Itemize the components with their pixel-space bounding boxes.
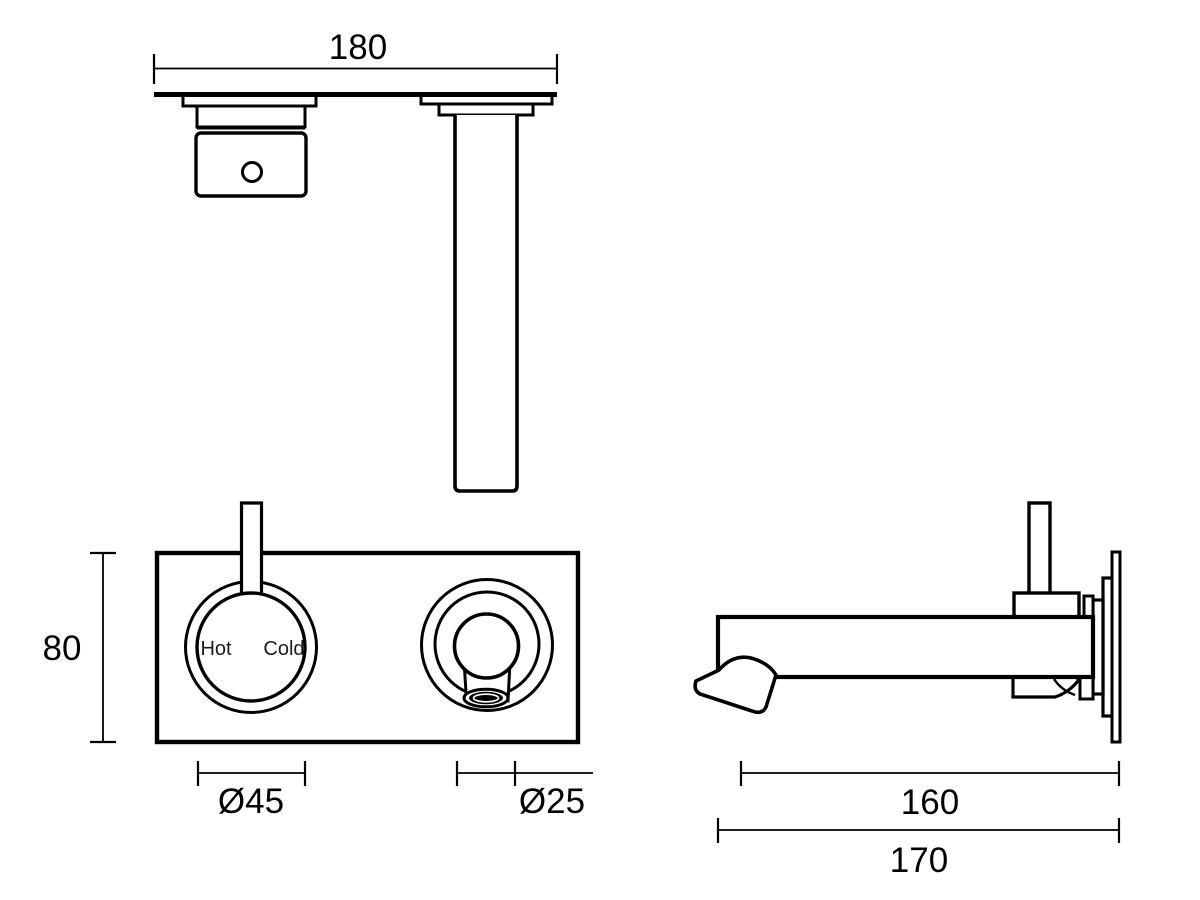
dimension-180: 180 bbox=[152, 28, 559, 84]
dim-160-label: 160 bbox=[901, 783, 959, 822]
hot-label: Hot bbox=[200, 638, 232, 660]
handle-flange-step1 bbox=[181, 97, 318, 108]
handle-dial-face bbox=[195, 591, 307, 703]
dim-80-label: 80 bbox=[43, 629, 82, 668]
side-valve-collar-bottom bbox=[1078, 675, 1095, 701]
spout-outer-ring bbox=[420, 578, 554, 712]
handle-lever bbox=[239, 501, 264, 643]
dimension-25: Ø25 bbox=[455, 761, 593, 821]
spout-tube-front bbox=[452, 612, 521, 680]
top-view: 180 bbox=[152, 28, 559, 493]
spout-tube-top bbox=[453, 115, 519, 493]
side-valve-collar-top bbox=[1082, 594, 1095, 619]
side-handle-lever bbox=[1027, 501, 1052, 600]
dimension-45: Ø45 bbox=[196, 761, 307, 821]
spout-flange-step1 bbox=[419, 97, 554, 106]
dimension-160: 160 bbox=[739, 761, 1121, 822]
handle-set-screw-hole bbox=[241, 161, 263, 183]
spout-flange-step2 bbox=[437, 104, 535, 117]
side-spout-nozzle bbox=[693, 655, 778, 715]
dim-170-label: 170 bbox=[890, 841, 948, 880]
side-valve-body-bottom bbox=[1011, 675, 1080, 699]
side-spout-body bbox=[715, 614, 1096, 680]
cold-label: Cold bbox=[263, 638, 304, 660]
dimension-170: 170 bbox=[716, 818, 1121, 880]
handle-body-top bbox=[194, 131, 308, 198]
side-valve-body-top bbox=[1012, 591, 1081, 619]
dimension-80: 80 bbox=[43, 551, 116, 744]
front-view: 80 Hot Cold Ø45 Ø25 bbox=[43, 501, 593, 821]
dim-45-label: Ø45 bbox=[218, 782, 284, 821]
side-wall-plate bbox=[1110, 550, 1122, 744]
side-valve-body-bottom-curve bbox=[1052, 678, 1076, 697]
spout-aerator-ring bbox=[472, 693, 500, 703]
dim-25-label: Ø25 bbox=[519, 782, 585, 821]
side-view: 160 170 bbox=[693, 501, 1122, 880]
handle-flange-step2 bbox=[195, 106, 307, 129]
dim-180-label: 180 bbox=[329, 28, 387, 67]
